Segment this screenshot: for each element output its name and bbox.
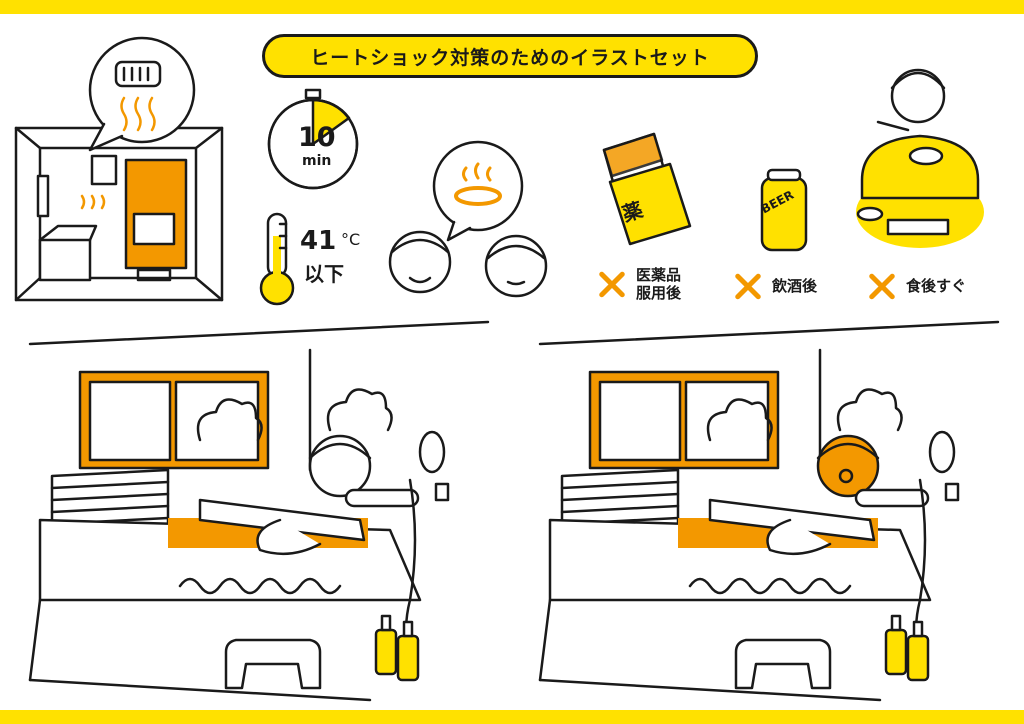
cross-icon: [734, 272, 762, 300]
temperature-value: 41: [300, 226, 337, 256]
warning-label: 食後すぐ: [906, 277, 967, 295]
eating-man-illustration: [856, 68, 984, 248]
bottom-yellow-band: [0, 710, 1024, 724]
hot-spring-bubble-illustration: [432, 140, 524, 242]
warning-after-drinking: 飲酒後: [734, 272, 817, 300]
warning-label: 飲酒後: [772, 277, 818, 295]
warning-after-meal: 食後すぐ: [868, 272, 966, 300]
cross-icon: [598, 270, 626, 298]
thermometer-icon: [259, 212, 295, 306]
elderly-faces-illustration: [388, 230, 548, 298]
temperature-unit: °C: [341, 230, 361, 249]
timer-unit: min: [302, 153, 332, 169]
warning-label: 医薬品服用後: [636, 266, 682, 302]
bath-scene-danger: [538, 320, 1000, 702]
timer-number: 10: [298, 122, 336, 153]
cross-icon: [868, 272, 896, 300]
timer-icon: [267, 88, 359, 190]
warning-after-medicine: 医薬品服用後: [598, 266, 692, 302]
temperature-limit-label: 以下: [304, 262, 344, 286]
top-yellow-band: [0, 0, 1024, 14]
bath-scene-safe: [28, 320, 490, 702]
bathroom-heater-illustration: [14, 36, 224, 302]
beer-can-illustration: [760, 168, 808, 252]
page-title: ヒートショック対策のためのイラストセット: [262, 34, 758, 78]
medicine-packet-illustration: [602, 132, 692, 246]
